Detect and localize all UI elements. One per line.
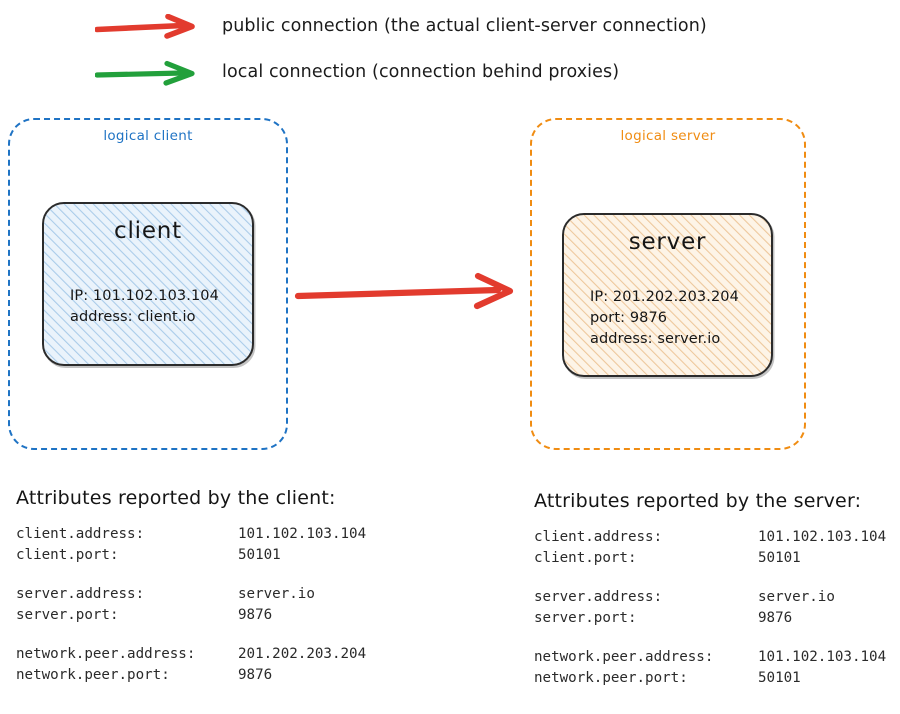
attr-value: 50101 — [758, 669, 801, 686]
attr-key: network.peer.address: — [16, 646, 196, 662]
logical-server-container: logical server — [530, 118, 806, 450]
client-node[interactable]: client IP: 101.102.103.104 address: clie… — [42, 202, 254, 366]
attr-value: 201.202.203.204 — [238, 646, 367, 662]
logical-client-container: logical client — [8, 118, 288, 450]
legend-item-local-connection: local connection (connection behind prox… — [95, 58, 619, 88]
client-ip-line: IP: 101.102.103.104 — [70, 288, 219, 304]
client-hatch-pattern — [44, 204, 252, 364]
attr-value: 50101 — [758, 549, 801, 566]
server-hatch-pattern — [564, 215, 771, 375]
attr-value: server.io — [758, 589, 835, 605]
attr-key: network.peer.port: — [534, 669, 688, 686]
attr-value: 9876 — [238, 606, 273, 623]
attr-value: 101.102.103.104 — [758, 529, 887, 545]
server-ip-line: IP: 201.202.203.204 — [590, 289, 739, 305]
client-node-content: client IP: 101.102.103.104 address: clie… — [44, 204, 252, 364]
logical-client-label: logical client — [103, 128, 193, 144]
attr-key: client.port: — [16, 546, 119, 563]
green-arrow-icon — [95, 60, 195, 86]
server-address-line: address: server.io — [590, 331, 721, 348]
table-row: network.peer.port: 50101 — [534, 668, 886, 689]
attr-key: server.address: — [534, 589, 663, 605]
table-row: server.address: server.io — [534, 587, 886, 608]
server-node[interactable]: server IP: 201.202.203.204 port: 9876 ad… — [562, 213, 773, 377]
legend-label-public-connection: public connection (the actual client-ser… — [222, 16, 707, 37]
attr-key: client.address: — [16, 526, 145, 542]
attr-key: server.address: — [16, 586, 145, 602]
public-connection-arrow — [294, 272, 514, 310]
attr-key: client.address: — [534, 529, 663, 545]
table-row: network.peer.address: 101.102.103.104 — [534, 647, 886, 668]
server-node-title: server — [628, 229, 707, 255]
server-node-content: server IP: 201.202.203.204 port: 9876 ad… — [564, 215, 771, 375]
client-attributes-table: client.address: 101.102.103.104 client.p… — [16, 524, 366, 685]
client-node-title: client — [114, 218, 182, 244]
table-row: client.port: 50101 — [16, 545, 366, 566]
attr-key: client.port: — [534, 549, 637, 566]
table-row: client.address: 101.102.103.104 — [534, 527, 886, 548]
table-row: network.peer.address: 201.202.203.204 — [16, 644, 366, 665]
row-spacer — [16, 565, 366, 584]
table-row: server.port: 9876 — [534, 608, 886, 629]
row-spacer — [534, 628, 886, 647]
attr-key: server.port: — [16, 606, 119, 623]
attr-value: 9876 — [238, 666, 273, 683]
attr-value: 101.102.103.104 — [238, 526, 367, 542]
server-port-line: port: 9876 — [590, 310, 668, 327]
attr-value: 9876 — [758, 609, 793, 626]
server-attributes-heading: Attributes reported by the server: — [534, 490, 862, 512]
client-attributes-panel: Attributes reported by the client: clien… — [16, 487, 366, 685]
attr-key: server.port: — [534, 609, 637, 626]
table-row: server.port: 9876 — [16, 605, 366, 626]
logical-server-label: logical server — [620, 128, 716, 144]
server-attributes-table: client.address: 101.102.103.104 client.p… — [534, 527, 886, 688]
attr-value: 101.102.103.104 — [758, 649, 887, 665]
legend-item-public-connection: public connection (the actual client-ser… — [95, 12, 707, 42]
attr-value: 50101 — [238, 546, 281, 563]
client-address-line: address: client.io — [70, 309, 196, 326]
server-attributes-panel: Attributes reported by the server: clien… — [534, 490, 886, 688]
red-arrow-icon — [95, 14, 195, 39]
attr-key: network.peer.port: — [16, 666, 170, 683]
attr-value: server.io — [238, 586, 315, 602]
row-spacer — [16, 625, 366, 644]
table-row: client.port: 50101 — [534, 548, 886, 569]
server-node-details: IP: 201.202.203.204 port: 9876 address: … — [590, 287, 739, 350]
table-row: server.address: server.io — [16, 584, 366, 605]
client-node-details: IP: 101.102.103.104 address: client.io — [70, 286, 219, 328]
table-row: network.peer.port: 9876 — [16, 665, 366, 686]
legend-label-local-connection: local connection (connection behind prox… — [222, 62, 620, 83]
table-row: client.address: 101.102.103.104 — [16, 524, 366, 545]
row-spacer — [534, 568, 886, 587]
attr-key: network.peer.address: — [534, 649, 714, 665]
client-attributes-heading: Attributes reported by the client: — [16, 487, 336, 509]
